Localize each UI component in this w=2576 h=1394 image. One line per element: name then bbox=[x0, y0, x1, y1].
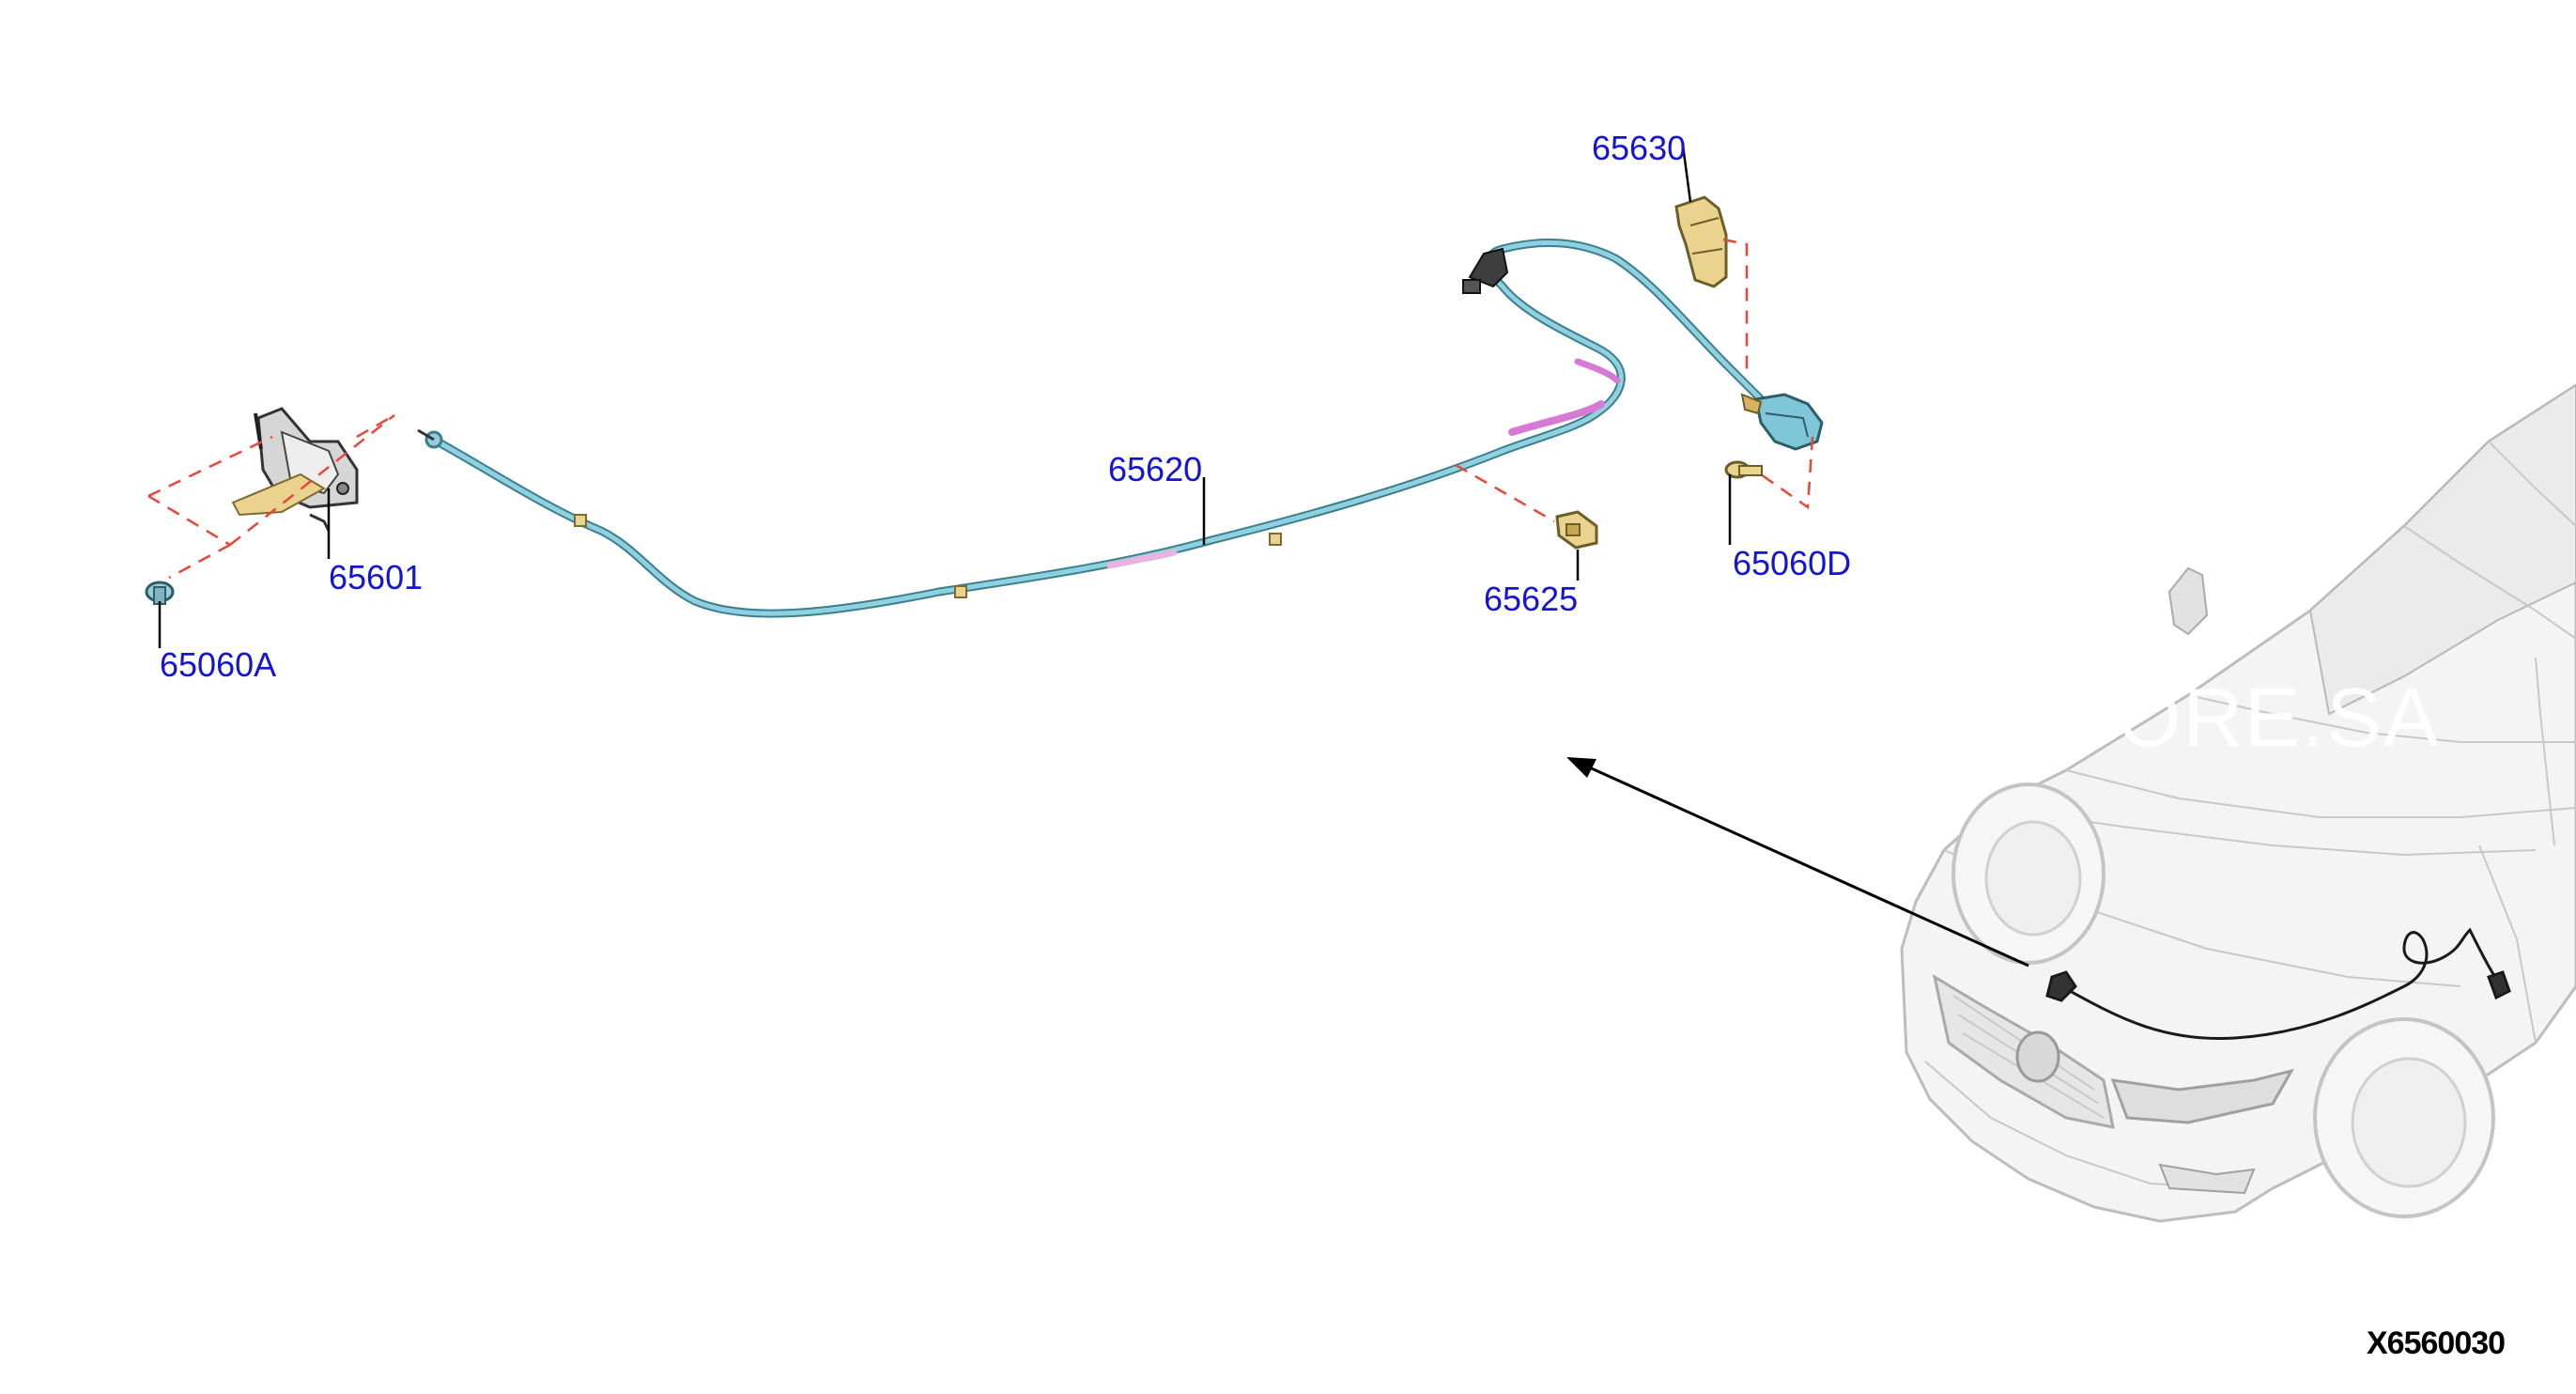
handle-bracket bbox=[1740, 393, 1824, 451]
part-label-65060d: 65060D bbox=[1733, 544, 1852, 582]
part-label-65630: 65630 bbox=[1592, 129, 1687, 167]
part-label-65625: 65625 bbox=[1484, 580, 1579, 618]
vehicle-cable-route bbox=[2045, 927, 2511, 1041]
leader-lines bbox=[158, 145, 1732, 648]
part-label-65060a: 65060A bbox=[160, 645, 277, 684]
hood-lock-assembly bbox=[231, 407, 359, 532]
watermark-text: TORE.SA bbox=[2066, 671, 2441, 764]
part-label-65620: 65620 bbox=[1108, 450, 1203, 488]
release-handle-part bbox=[1674, 195, 1728, 288]
bolt-d bbox=[1724, 460, 1763, 479]
cable-clip-part bbox=[1555, 510, 1598, 550]
release-cable bbox=[429, 238, 1770, 618]
cable-grommet bbox=[1462, 247, 1509, 294]
diagram-code: X6560030 bbox=[2367, 1325, 2506, 1361]
location-arrow bbox=[1566, 757, 2029, 968]
cable-latch-end bbox=[417, 428, 443, 449]
cable-clips bbox=[574, 514, 1282, 598]
part-label-65601: 65601 bbox=[329, 558, 424, 596]
bolt-a bbox=[145, 581, 175, 605]
vehicle-silhouette bbox=[1900, 383, 2576, 1223]
assembly-dashed-lines bbox=[147, 238, 1814, 580]
